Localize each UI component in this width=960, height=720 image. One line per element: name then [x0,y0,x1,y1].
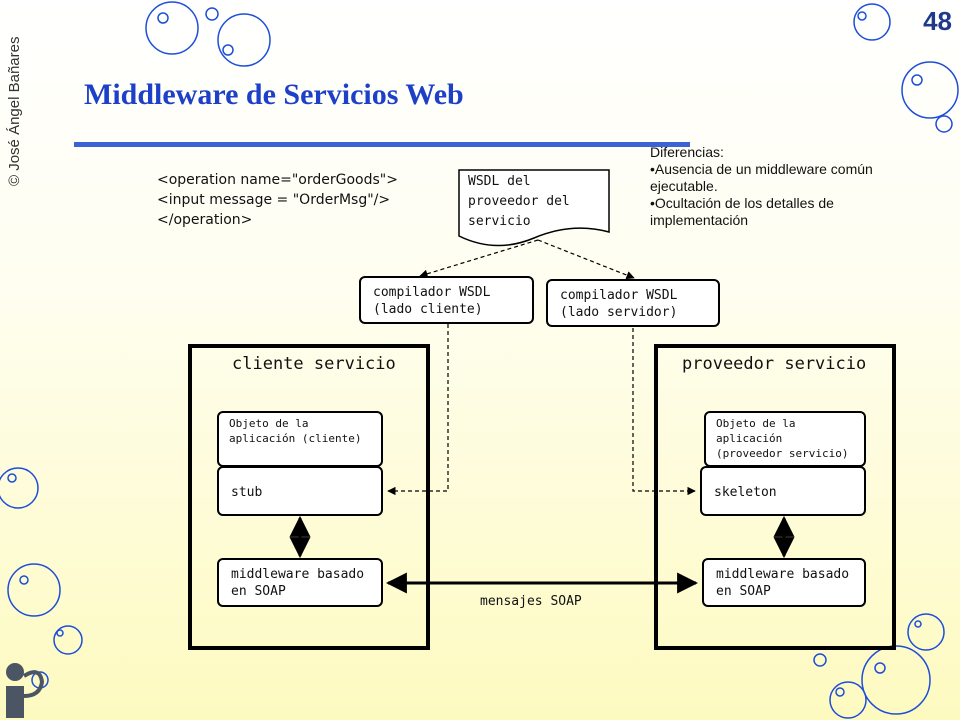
compiler-server-box: compilador WSDL (lado servidor) [546,279,720,327]
stub-box: stub [217,466,383,516]
notes-bullet: •Ausencia de un middleware común ejecuta… [650,161,873,194]
notes-heading: Diferencias: [650,144,724,160]
skeleton-box: skeleton [700,466,866,516]
wsdl-document-label: WSDL del proveedor del servicio [468,174,570,229]
compiler-client-box: compilador WSDL (lado cliente) [359,276,534,324]
page-number: 48 [923,6,952,36]
wsdl-document-shape [458,169,610,247]
code-line: <input message = "OrderMsg"/> [157,192,391,208]
solid-connectors [289,515,795,594]
client-container [188,344,430,650]
provider-container [654,344,896,650]
provider-middleware-box: middleware basado en SOAP [702,558,866,607]
provider-app-object-box: Objeto de la aplicación (proveedor servi… [704,411,866,467]
code-line: <operation name="orderGoods"> [157,172,398,188]
logo-icon [6,663,45,718]
notes-bullet: •Ocultación de los detalles de implement… [650,195,834,228]
code-line: </operation> [157,212,253,228]
code-block: <operation name="orderGoods"> <input mes… [157,170,398,230]
client-middleware-box: middleware basado en SOAP [217,558,383,607]
provider-title: proveedor servicio [682,354,867,374]
title-underline [74,142,690,147]
client-app-object-box: Objeto de la aplicación (cliente) [217,411,383,467]
dashed-connectors [387,239,696,496]
copyright: © José Ángel Bañares [6,36,23,186]
notes: Diferencias: •Ausencia de un middleware … [650,144,920,229]
soap-messages-label: mensajes SOAP [480,594,582,609]
client-title: cliente servicio [232,354,396,374]
page-title: Middleware de Servicios Web [84,78,464,111]
